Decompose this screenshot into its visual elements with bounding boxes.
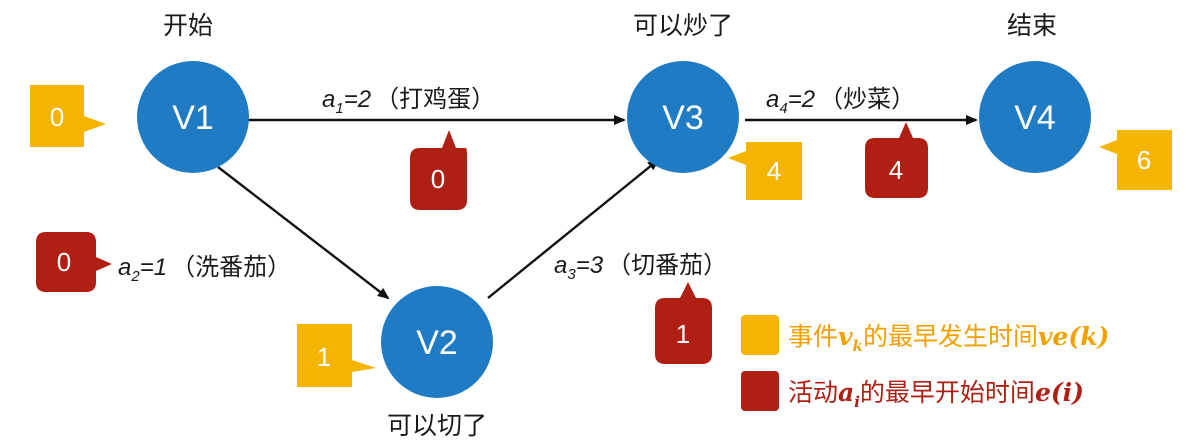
node-v2-label: V2	[416, 324, 458, 362]
e-callout-a3: 1	[655, 282, 712, 364]
legend-activity-text: 活动ai的最早开始时间e(i)	[788, 378, 1084, 411]
ve-callout-v3: 4	[728, 142, 802, 200]
e-callout-a2-value: 0	[57, 247, 71, 277]
ve-callout-v2: 1	[297, 324, 376, 387]
legend-activity: 活动ai的最早开始时间e(i)	[741, 371, 1084, 411]
e-callout-a1-value: 0	[431, 164, 445, 194]
node-v1-caption: 开始	[163, 11, 213, 40]
ve-callout-v2-value: 1	[317, 342, 331, 372]
edge-v2-v3	[487, 158, 660, 299]
node-v3-label: V3	[662, 99, 704, 137]
node-v2: V2	[381, 286, 493, 398]
edge-a2-label: a2=1（洗番茄）	[118, 253, 291, 285]
ve-callout-v4-value: 6	[1137, 145, 1151, 175]
e-callout-a2: 0	[36, 232, 112, 292]
node-v4: V4	[979, 61, 1091, 173]
node-v4-label: V4	[1014, 99, 1056, 137]
edge-a4-label: a4=2（炒菜）	[766, 85, 915, 117]
legend-event: 事件vk的最早发生时间ve(k)	[741, 315, 1109, 355]
e-callout-a4-value: 4	[889, 155, 903, 185]
edge-a3-label: a3=3（切番茄）	[554, 251, 727, 283]
node-v3-caption: 可以炒了	[633, 11, 733, 40]
node-v1: V1	[137, 61, 249, 173]
node-v3: V3	[627, 61, 739, 173]
ve-callout-v4: 6	[1099, 130, 1172, 190]
legend-activity-swatch	[741, 371, 779, 411]
node-v4-caption: 结束	[1007, 11, 1057, 40]
ve-callout-v1-value: 0	[50, 102, 64, 132]
e-callout-a1: 0	[410, 130, 467, 210]
node-v1-label: V1	[172, 99, 214, 137]
ve-callout-v1: 0	[30, 85, 106, 147]
legend-event-swatch	[741, 315, 779, 355]
edge-a1-label: a1=2（打鸡蛋）	[322, 85, 495, 117]
ve-callout-v3-value: 4	[767, 156, 781, 186]
e-callout-a3-value: 1	[676, 319, 690, 349]
edge-v1-v2	[217, 166, 390, 300]
e-callout-a4: 4	[865, 122, 928, 198]
legend-event-text: 事件vk的最早发生时间ve(k)	[788, 322, 1109, 355]
node-v2-caption: 可以切了	[387, 411, 487, 440]
